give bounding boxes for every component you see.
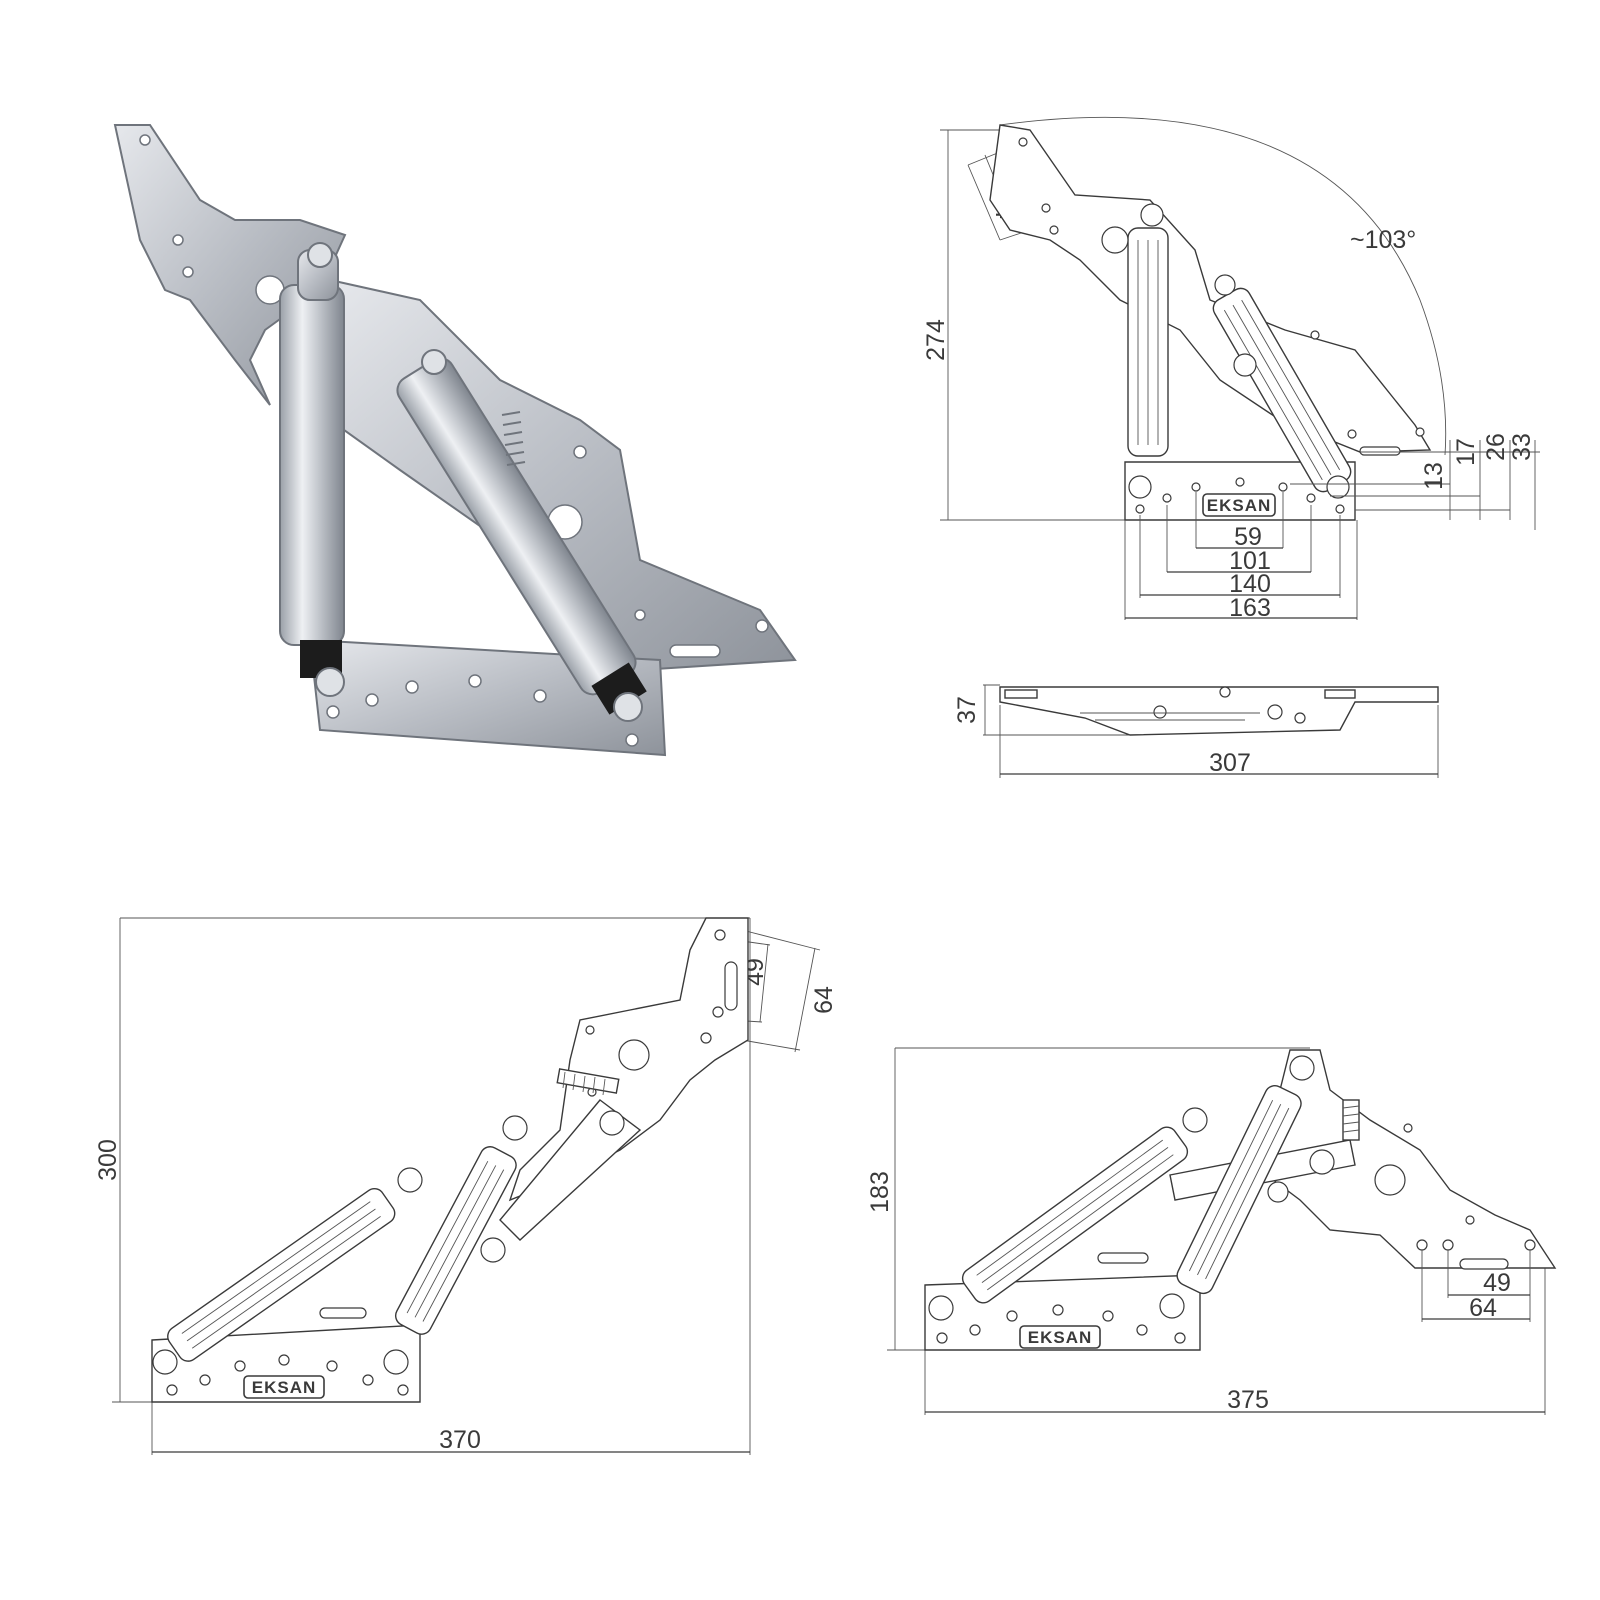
upper-arm-outline — [989, 124, 1432, 453]
brand-text: EKSAN — [1207, 496, 1272, 515]
width-307-label: 307 — [1209, 749, 1251, 777]
base-slot — [669, 644, 721, 658]
base-holes — [152, 1349, 409, 1396]
dim-140-label: 140 — [1229, 570, 1271, 598]
base-outline — [1124, 461, 1356, 521]
height-300-label: 300 — [94, 1139, 122, 1181]
brand-text: EKSAN — [1028, 1328, 1093, 1347]
raised-view-183: 183 375 EKSAN — [870, 1047, 1557, 1415]
bracket-64-label: 64 — [1469, 1294, 1497, 1322]
dim-33-label: 33 — [1508, 433, 1536, 461]
link-arm-outline — [499, 1099, 642, 1241]
closed-side-view: 37 307 — [953, 684, 1439, 778]
product-photo — [113, 124, 797, 757]
height-183-label: 183 — [870, 1171, 894, 1213]
raised-view-300: 300 370 49 64 EKSAN — [94, 917, 838, 1455]
dim-13-label: 13 — [1420, 462, 1448, 490]
angle-label: ~103° — [1350, 226, 1416, 254]
gas-spring-vertical — [279, 242, 345, 697]
height-37-label: 37 — [953, 696, 981, 724]
brand-plate — [1019, 1325, 1101, 1349]
dim-17-label: 17 — [1452, 438, 1480, 466]
open-angle-view: 274 ~103° 49 64 EKSAN — [922, 116, 1540, 622]
brand-plate — [243, 1375, 325, 1399]
width-375-label: 375 — [1227, 1386, 1269, 1414]
bottom-dims — [1124, 492, 1358, 620]
closed-body — [999, 686, 1439, 736]
bracket-49-label: 49 — [1483, 1269, 1511, 1297]
base-holes — [928, 1293, 1186, 1344]
gas-spring-long — [961, 1126, 1189, 1304]
dim-101-label: 101 — [1229, 547, 1271, 575]
gas-spring-diagonal — [396, 357, 647, 715]
right-dims — [1290, 440, 1540, 530]
gas-spring-short — [394, 1146, 517, 1335]
bracket-64-label: 64 — [810, 986, 838, 1014]
height-274-label: 274 — [922, 319, 950, 361]
tension-spring-icon — [501, 411, 526, 466]
width-370-label: 370 — [439, 1426, 481, 1454]
side-hinge-details — [1080, 686, 1306, 724]
tension-spring-icon — [556, 1068, 620, 1096]
dim-163-label: 163 — [1229, 594, 1271, 622]
base-holes — [1135, 477, 1345, 514]
gas-spring-long — [167, 1188, 396, 1362]
bracket-dims — [1421, 1250, 1531, 1322]
upper-arm-plate — [113, 124, 347, 406]
brand-plate — [1202, 493, 1276, 517]
gas-spring-short — [1176, 1085, 1302, 1295]
brand-text: EKSAN — [252, 1378, 317, 1397]
dim-59-label: 59 — [1234, 523, 1262, 551]
tension-spring-icon — [1342, 1099, 1360, 1141]
dim-26-label: 26 — [1482, 433, 1510, 461]
gas-spring-vertical-outline — [1127, 203, 1169, 499]
